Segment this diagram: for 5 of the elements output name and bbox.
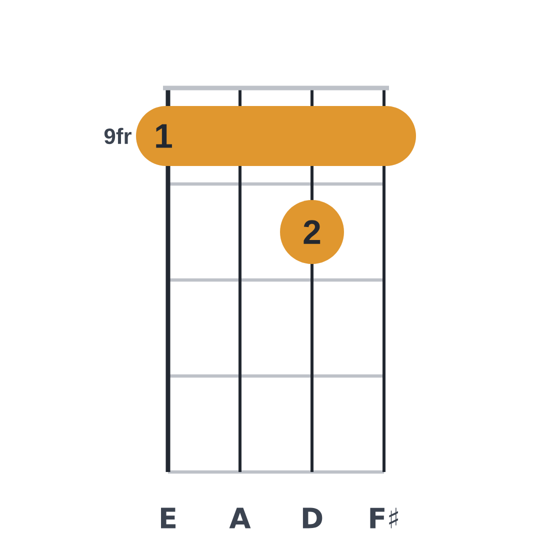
string-name: A <box>229 508 251 528</box>
string-name: D <box>302 508 322 528</box>
string-name: E <box>161 508 176 528</box>
finger-barre: 1 <box>136 106 416 166</box>
string-name: F♯ <box>370 508 398 528</box>
